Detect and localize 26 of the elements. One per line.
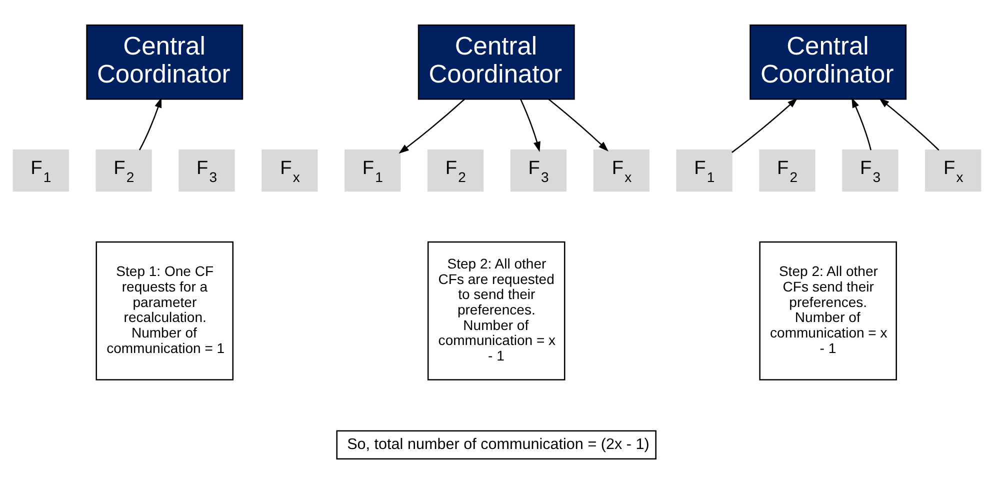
- arrow: [878, 98, 940, 151]
- node-box: F$_{3}$: [178, 150, 235, 192]
- node-box: Step 2: All other CFs are requested to send their preferences. Number of communication = x - 1: [427, 241, 566, 380]
- arrow: [398, 98, 465, 154]
- node-box: F$_{x}$: [262, 150, 318, 192]
- node-box: So, total number of communication = (2x - 1): [336, 430, 656, 460]
- node-box: F$_{1}$: [676, 150, 732, 192]
- node-box: F$_{3}$: [842, 150, 898, 192]
- node-box: Central Coordinator: [750, 24, 907, 100]
- arrow: [138, 97, 162, 150]
- arrow: [852, 97, 872, 150]
- node-box: Step 2: All other CFs send their preferences. Number of communication = x - 1: [759, 241, 897, 380]
- node-box: F$_{1}$: [344, 150, 401, 192]
- node-box: Central Coordinator: [86, 24, 244, 100]
- node-box: F$_{x}$: [925, 150, 982, 192]
- arrow: [548, 98, 608, 152]
- node-box: F$_{2}$: [427, 150, 484, 192]
- node-box: Step 1: One CF requests for a parameter recalculation. Number of communication = 1: [96, 241, 234, 380]
- node-box: Central Coordinator: [418, 24, 575, 100]
- arrow: [520, 98, 540, 152]
- arrow: [732, 98, 798, 153]
- node-box: F$_{x}$: [593, 150, 650, 192]
- node-box: F$_{2}$: [759, 150, 816, 192]
- node-box: F$_{3}$: [510, 150, 567, 192]
- node-box: F$_{1}$: [12, 150, 69, 192]
- node-box: F$_{2}$: [96, 150, 152, 192]
